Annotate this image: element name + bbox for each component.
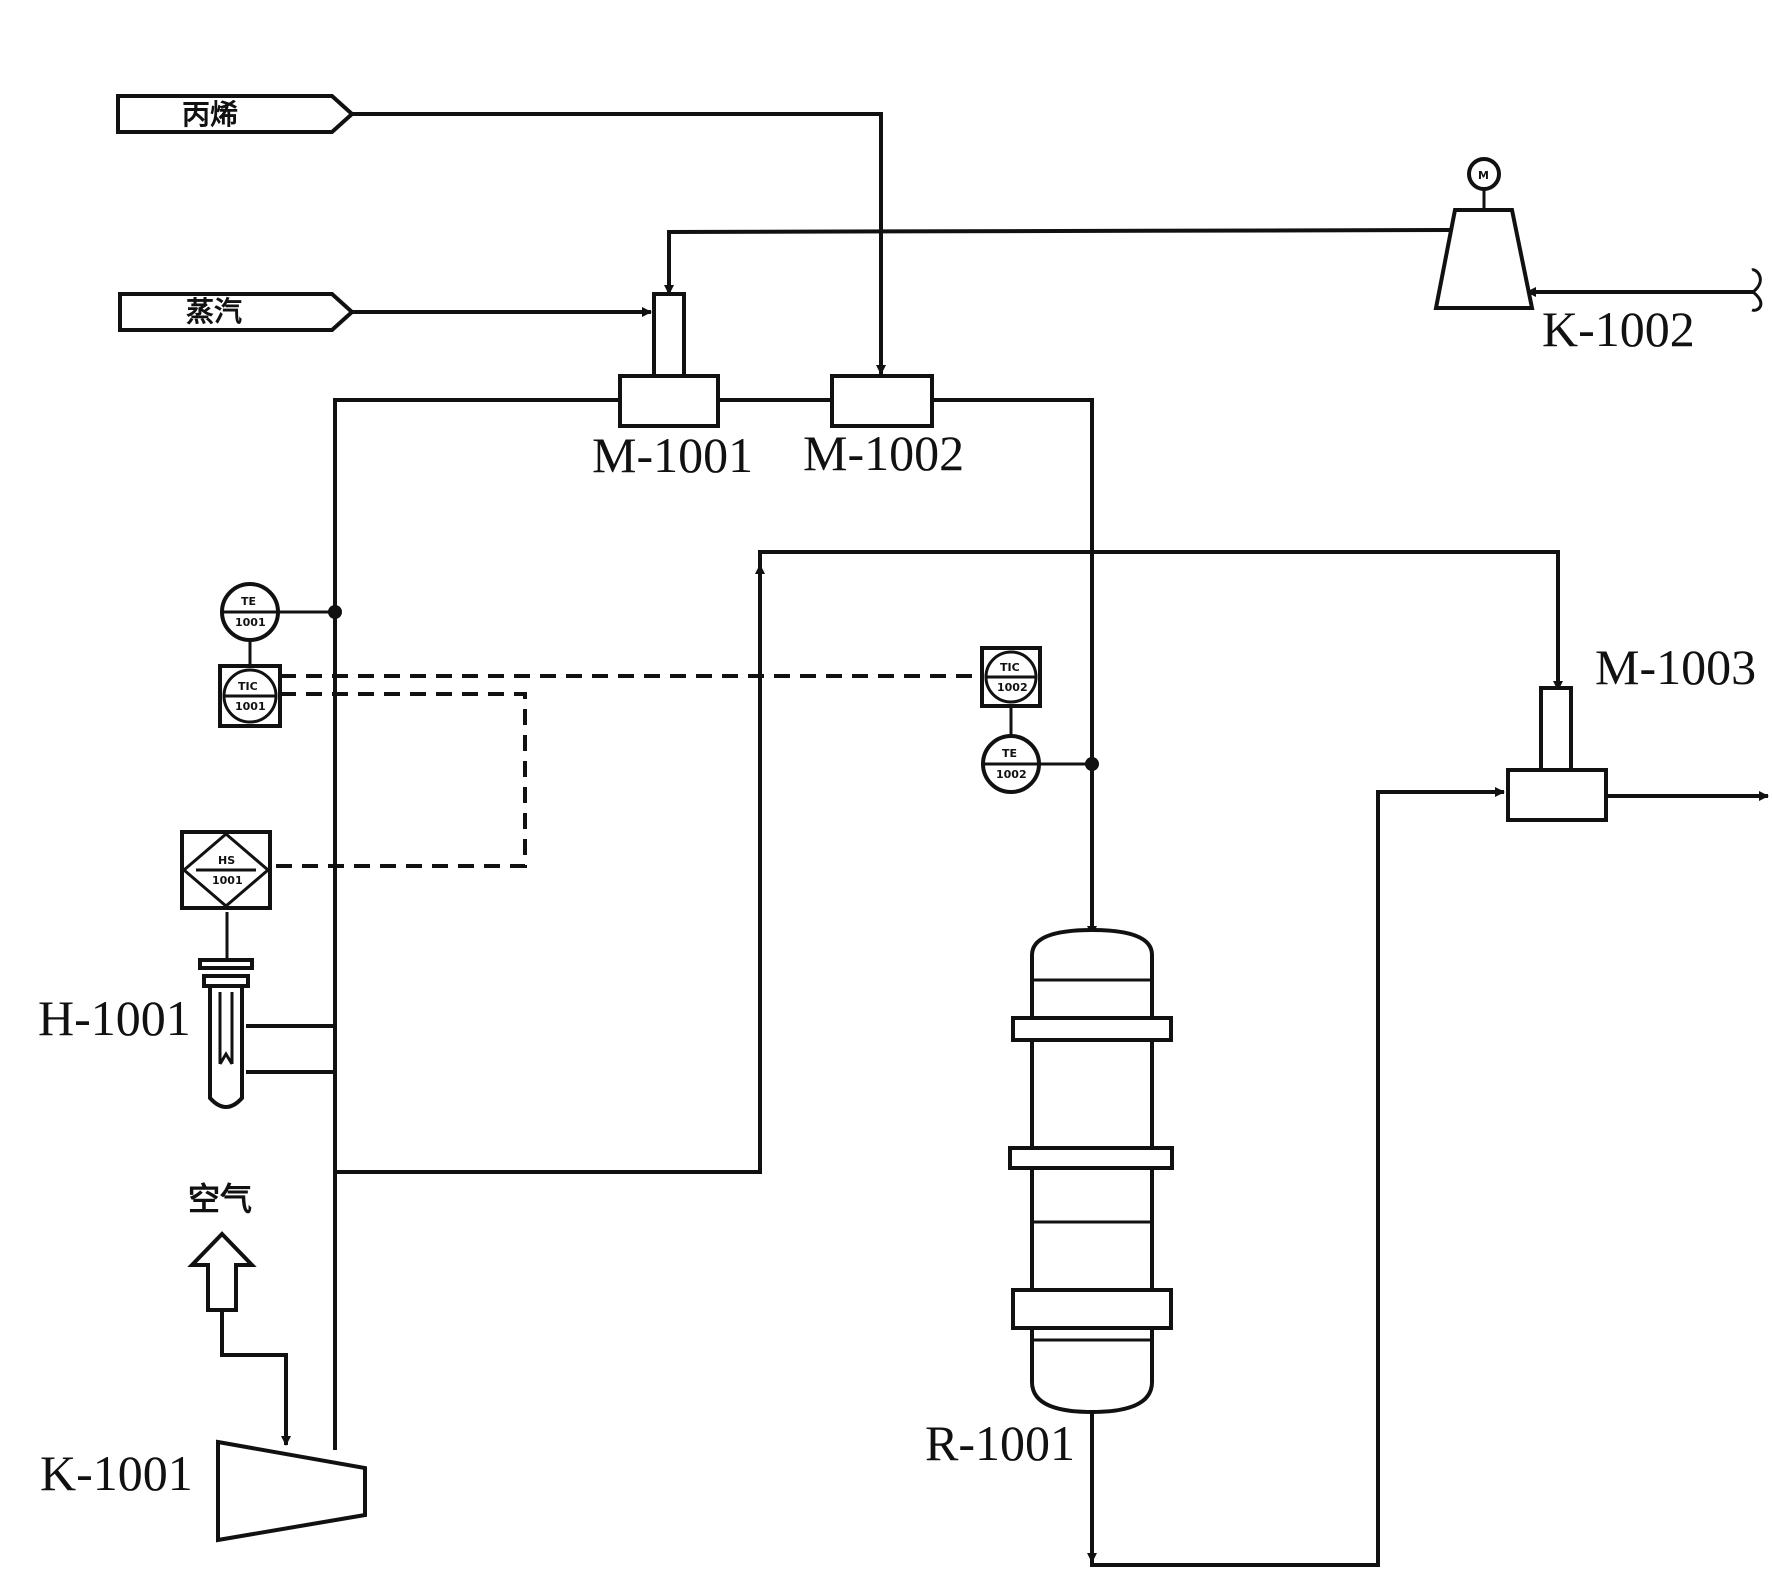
tic1002-tag-b: 1002 bbox=[997, 681, 1028, 694]
air-label: 空气 bbox=[188, 1180, 252, 1218]
compressor-k1002[interactable]: M K-1002 bbox=[1433, 157, 1695, 357]
te1002-tag-b: 1002 bbox=[996, 768, 1027, 781]
steam-feed: 蒸汽 bbox=[118, 292, 355, 332]
bypass-line bbox=[335, 550, 1563, 1174]
steam-feed-label: 蒸汽 bbox=[186, 295, 242, 328]
mixer-m1002[interactable]: M-1002 bbox=[803, 374, 964, 481]
compressor-k1001[interactable]: K-1001 bbox=[40, 1439, 367, 1543]
air-to-compressor-line bbox=[220, 1310, 291, 1446]
tic1001-tag-b: 1001 bbox=[235, 700, 266, 713]
feed-to-reactor-line bbox=[932, 398, 1097, 936]
heater-h1001[interactable]: H-1001 bbox=[38, 912, 254, 1109]
heater-signal-line bbox=[270, 692, 527, 868]
temperature-element-te1001[interactable]: TE 1001 bbox=[220, 582, 280, 642]
te1002-tag-a: TE bbox=[1002, 747, 1017, 760]
hand-switch-hs1001[interactable]: HS 1001 bbox=[180, 830, 272, 910]
reactor-r1001[interactable]: R-1001 bbox=[925, 927, 1174, 1471]
propylene-feed: 丙烯 bbox=[116, 94, 355, 134]
te1002-tap-point bbox=[1085, 757, 1099, 771]
h1001-label: H-1001 bbox=[38, 990, 191, 1046]
line-break-symbol bbox=[1751, 268, 1763, 312]
propylene-feed-label: 丙烯 bbox=[182, 98, 238, 131]
temperature-controller-tic1001[interactable]: TIC 1001 bbox=[218, 664, 282, 728]
tic1002-tag-a: TIC bbox=[1000, 661, 1020, 674]
hs1001-tag-a: HS bbox=[218, 854, 235, 867]
mixer-m1003[interactable]: M-1003 bbox=[1506, 639, 1756, 822]
air-intake: 空气 bbox=[187, 1180, 257, 1312]
m1002-label: M-1002 bbox=[803, 425, 964, 481]
motor-icon bbox=[1467, 157, 1501, 191]
propylene-line bbox=[352, 112, 886, 375]
temperature-controller-tic1002[interactable]: TIC 1002 bbox=[980, 646, 1042, 708]
m1001-label: M-1001 bbox=[592, 427, 753, 483]
k1002-label: K-1002 bbox=[1542, 301, 1695, 357]
recycle-line bbox=[664, 228, 1451, 295]
tic1001-tag-a: TIC bbox=[238, 680, 258, 693]
mixer-m1001[interactable]: M-1001 bbox=[592, 292, 753, 483]
temperature-element-te1002[interactable]: TE 1002 bbox=[981, 734, 1041, 794]
te1001-tag-b: 1001 bbox=[235, 616, 266, 629]
heater-connection-lines bbox=[246, 1024, 335, 1074]
te1001-tap-point bbox=[328, 605, 342, 619]
r1001-label: R-1001 bbox=[925, 1415, 1075, 1471]
air-header-line bbox=[333, 398, 620, 1450]
k1001-label: K-1001 bbox=[40, 1445, 193, 1501]
te1001-tag-a: TE bbox=[241, 595, 256, 608]
m1003-label: M-1003 bbox=[1595, 639, 1756, 695]
motor-label: M bbox=[1478, 169, 1489, 182]
reactor-outlet-line bbox=[1090, 787, 1505, 1567]
hs1001-tag-b: 1001 bbox=[212, 874, 243, 887]
